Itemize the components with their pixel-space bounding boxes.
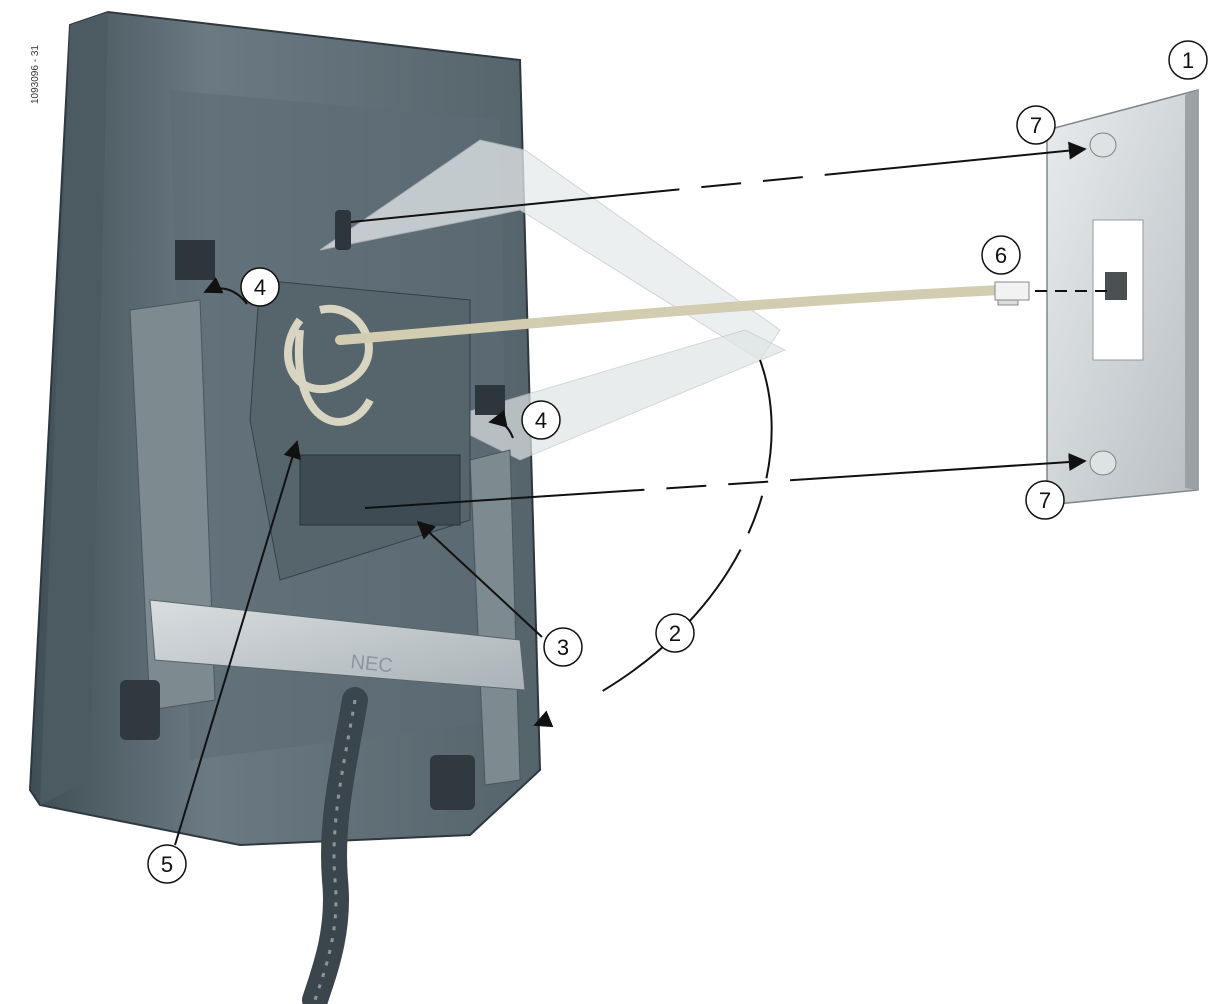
foot-left <box>120 680 160 740</box>
callout-1: 1 <box>1168 40 1208 80</box>
callout-4-right: 4 <box>521 400 561 440</box>
nec-logo: NEC <box>349 651 393 677</box>
svg-text:7: 7 <box>1030 113 1042 138</box>
latch-right-slot <box>475 385 505 415</box>
network-cable <box>335 285 1005 345</box>
wall-plate <box>1046 89 1199 506</box>
callout-7-bottom: 7 <box>1025 480 1065 520</box>
foot-right <box>430 755 475 810</box>
callout-4-left: 4 <box>240 267 280 307</box>
svg-text:2: 2 <box>669 621 681 646</box>
figure-id: 1093096 - 31 <box>30 45 41 104</box>
screw-top-head <box>1089 132 1117 158</box>
cable-loop-drawing <box>284 304 374 426</box>
svg-text:7: 7 <box>1039 488 1051 513</box>
svg-text:6: 6 <box>995 243 1007 268</box>
svg-text:5: 5 <box>161 852 173 877</box>
slot-top <box>335 210 351 250</box>
leader-lines <box>174 141 1108 846</box>
callout-5: 5 <box>147 844 187 884</box>
svg-text:1: 1 <box>1182 48 1194 73</box>
latch-left-slot <box>175 240 215 280</box>
svg-text:3: 3 <box>557 635 569 660</box>
callout-6: 6 <box>981 235 1021 275</box>
callout-7-top: 7 <box>1016 105 1056 145</box>
rj45-plug <box>994 281 1030 306</box>
callout-3: 3 <box>543 627 583 667</box>
coiled-cord <box>302 687 368 1004</box>
screw-bottom-head <box>1089 450 1117 476</box>
svg-text:4: 4 <box>535 408 547 433</box>
callout-2: 2 <box>655 613 695 653</box>
stand-frame: NEC <box>129 299 526 786</box>
rj45-jack <box>1105 272 1127 300</box>
svg-text:4: 4 <box>254 275 266 300</box>
